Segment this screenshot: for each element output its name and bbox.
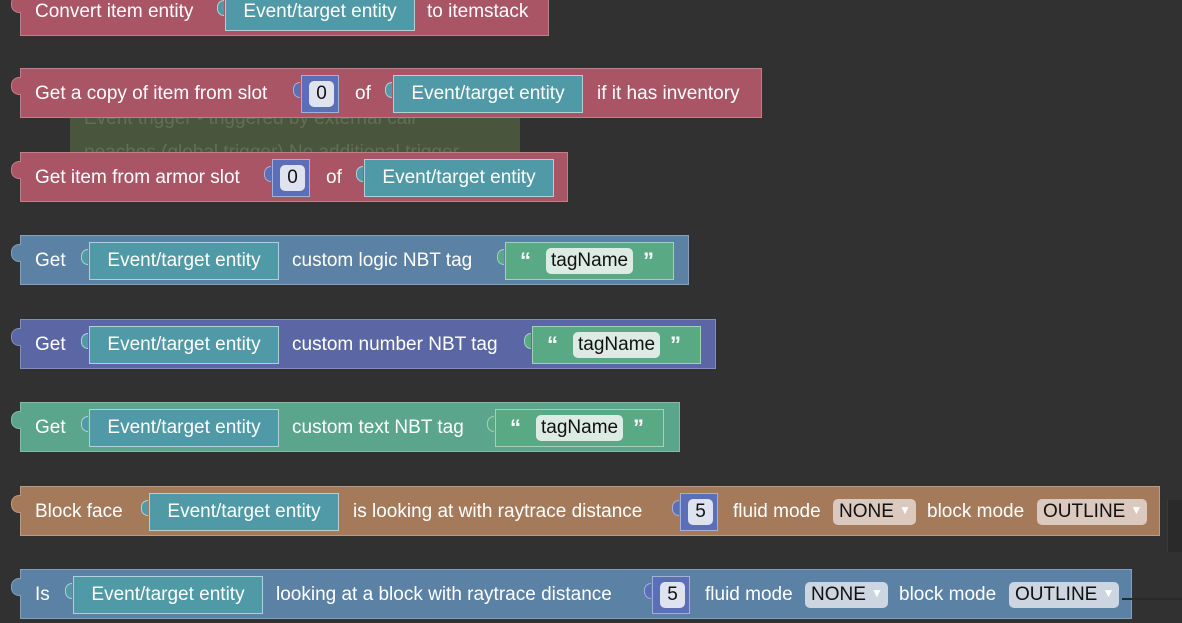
workspace-edge [1122, 598, 1182, 600]
ghost-trigger-subtitle: peaches (global trigger) No additional t… [84, 142, 459, 152]
entity-input[interactable]: Event/target entity [141, 493, 339, 531]
block-label: Get [35, 417, 66, 438]
block-label: Convert item entity [35, 1, 194, 22]
block-label: fluid mode [733, 501, 821, 522]
raytrace-distance-input[interactable]: 5 [644, 576, 690, 614]
slot-number-input[interactable]: 0 [293, 75, 339, 113]
open-quote-icon: “ [520, 248, 531, 273]
raytrace-distance-input[interactable]: 5 [672, 493, 718, 531]
block-label: Block face [35, 501, 123, 522]
tag-name-field[interactable]: tagName [573, 332, 661, 358]
open-quote-icon: “ [547, 332, 558, 357]
get-text-nbt-tag-block[interactable]: Get Event/target entity custom text NBT … [11, 402, 680, 452]
entity-input[interactable]: Event/target entity [81, 242, 279, 280]
block-mode-value: OUTLINE [1043, 501, 1126, 522]
fluid-mode-value: NONE [811, 584, 866, 605]
raytrace-distance-value[interactable]: 5 [688, 499, 713, 525]
close-quote-icon: ” [643, 248, 654, 273]
is-looking-at-block-raytrace-block[interactable]: Is Event/target entity looking at a bloc… [11, 569, 1132, 619]
text-input[interactable]: “ tagName ” [497, 242, 674, 280]
block-label: of [326, 167, 342, 188]
block-label: Get item from armor slot [35, 167, 240, 188]
dropdown-arrow-icon: ▼ [871, 586, 883, 600]
block-label: block mode [899, 584, 997, 605]
fluid-mode-value: NONE [839, 501, 894, 522]
block-label: is looking at with raytrace distance [353, 501, 643, 522]
entity-input[interactable]: Event/target entity [385, 75, 583, 113]
entity-input[interactable]: Event/target entity [81, 409, 279, 447]
entity-input[interactable]: Event/target entity [65, 576, 263, 614]
text-input[interactable]: “ tagName ” [524, 326, 701, 364]
dropdown-arrow-icon: ▼ [899, 503, 911, 517]
block-mode-value: OUTLINE [1015, 584, 1098, 605]
block-label: looking at a block with raytrace distanc… [276, 584, 612, 605]
block-label: Is [35, 584, 50, 605]
entity-input[interactable]: Event/target entity [81, 326, 279, 364]
block-label: custom text NBT tag [292, 417, 464, 438]
get-logic-nbt-tag-block[interactable]: Get Event/target entity custom logic NBT… [11, 235, 689, 285]
entity-input[interactable]: Event/target entity [356, 159, 554, 197]
fluid-mode-dropdown[interactable]: NONE ▼ [805, 582, 888, 608]
get-number-nbt-tag-block[interactable]: Get Event/target entity custom number NB… [11, 319, 716, 369]
dropdown-arrow-icon: ▼ [1102, 586, 1115, 600]
block-label: Get [35, 250, 66, 271]
raytrace-distance-value[interactable]: 5 [660, 582, 685, 608]
slot-number-value[interactable]: 0 [309, 81, 334, 107]
workspace-scrollbar[interactable] [1167, 500, 1182, 552]
close-quote-icon: ” [670, 332, 681, 357]
block-label: if it has inventory [597, 83, 740, 104]
text-input[interactable]: “ tagName ” [487, 409, 664, 447]
tag-name-field[interactable]: tagName [546, 248, 634, 274]
convert-item-entity-block[interactable]: Convert item entity Event/target entity … [11, 0, 549, 36]
slot-number-value[interactable]: 0 [280, 165, 305, 191]
block-label: custom logic NBT tag [292, 250, 473, 271]
tag-name-field[interactable]: tagName [536, 415, 624, 441]
close-quote-icon: ” [633, 415, 644, 440]
block-mode-dropdown[interactable]: OUTLINE ▼ [1037, 499, 1148, 525]
open-quote-icon: “ [510, 415, 521, 440]
block-label: Get a copy of item from slot [35, 83, 268, 104]
get-item-copy-from-slot-block[interactable]: Get a copy of item from slot 0 of Event/… [11, 68, 762, 118]
block-label: Get [35, 334, 66, 355]
block-label: block mode [927, 501, 1025, 522]
block-mode-dropdown[interactable]: OUTLINE ▼ [1009, 582, 1120, 608]
get-item-from-armor-slot-block[interactable]: Get item from armor slot 0 of Event/targ… [11, 152, 568, 202]
block-label: fluid mode [705, 584, 793, 605]
block-label: to itemstack [427, 1, 529, 22]
entity-input[interactable]: Event/target entity [217, 0, 415, 31]
block-label: of [355, 83, 371, 104]
block-label: custom number NBT tag [292, 334, 498, 355]
slot-number-input[interactable]: 0 [264, 159, 310, 197]
block-face-raytrace-block[interactable]: Block face Event/target entity is lookin… [11, 486, 1160, 536]
fluid-mode-dropdown[interactable]: NONE ▼ [833, 499, 916, 525]
dropdown-arrow-icon: ▼ [1130, 503, 1143, 517]
